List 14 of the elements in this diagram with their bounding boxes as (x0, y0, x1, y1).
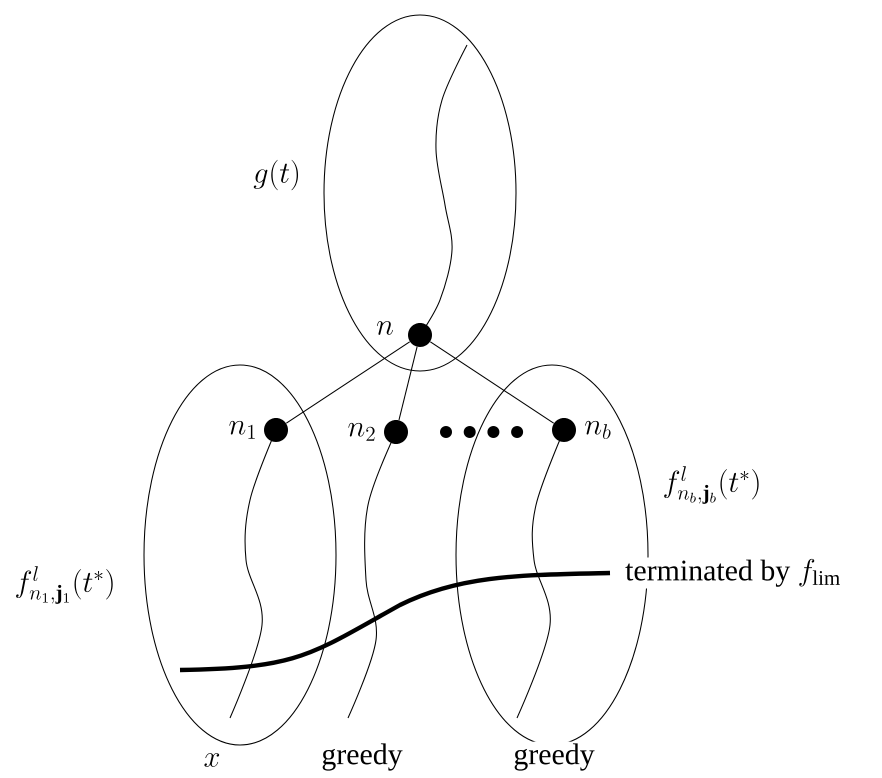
node-label: $n$ (376, 321, 393, 335)
node-label: $n_2$ (348, 422, 375, 441)
ellipse-label: $f^{l}_{n_1,\mathbf{j}_1}(t^*)$ (16, 566, 113, 604)
ellipse-label: $g(t)$ (254, 160, 298, 190)
node-label: $n_b$ (585, 420, 611, 440)
text-label: $\mbox{greedy}$ (512, 742, 596, 772)
text-label: $\mbox{terminated by }f_{\mathrm{lim}}$ (623, 557, 843, 589)
text-label: $\mbox{greedy}$ (320, 742, 404, 772)
connector-line (286, 341, 410, 424)
connector-line (430, 341, 554, 424)
connector-line (398, 346, 418, 420)
ellipse-label: $f^{l}_{n_b,\mathbf{j}_b}(t^*)$ (664, 466, 759, 504)
text-label: $x$ (202, 752, 222, 768)
node-label: $n_1$ (229, 420, 255, 439)
